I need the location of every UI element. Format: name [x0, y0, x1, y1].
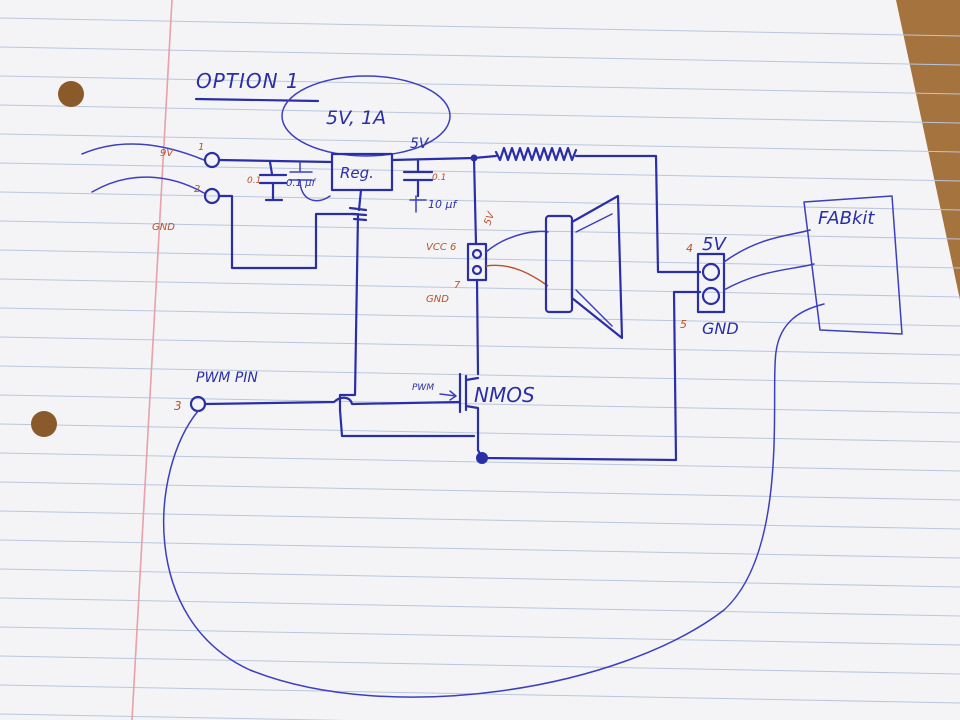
- fan-vcc-label: VCC 6: [426, 242, 456, 253]
- pwm-return-wire: [162, 303, 825, 698]
- ruled-line: [0, 510, 960, 530]
- output-cap: [402, 158, 434, 198]
- ruled-line: [0, 133, 960, 153]
- ground-junction: [476, 452, 488, 464]
- ruled-line: [0, 394, 960, 414]
- regulator-rating-bubble: [281, 75, 451, 157]
- pwm-pin-num: 3: [174, 399, 182, 413]
- ruled-line: [0, 597, 960, 617]
- terminal-bottom-label: GND: [702, 319, 739, 338]
- margin-line: [131, 0, 173, 720]
- title-underline: [194, 97, 320, 103]
- fabkit-wire-5v: [723, 229, 811, 263]
- fan-gnd-label: GND: [426, 294, 449, 305]
- input-cap-small-label: 0.1: [247, 176, 261, 186]
- binder-hole-top: [58, 81, 84, 107]
- pwm-signal-wire: [203, 396, 462, 406]
- ruled-line: [0, 365, 960, 385]
- ruled-line: [0, 17, 960, 37]
- ruled-line: [0, 278, 960, 298]
- fan-connector-pin-bottom: [471, 264, 483, 276]
- fan-connector-to-nmos: [475, 278, 480, 376]
- regulator-ground-pin: [357, 188, 363, 212]
- output-cap-large-label: 10 µf: [428, 198, 458, 211]
- input-cap-ground-curve: [299, 179, 331, 202]
- fabkit-label: FABkit: [818, 208, 875, 229]
- input-pin1-num: 1: [198, 142, 204, 153]
- fabkit-wire-gnd: [723, 263, 815, 291]
- ruled-line: [0, 191, 960, 211]
- input-ground-loop: [217, 194, 358, 270]
- rail-5v-scribble: [494, 146, 578, 162]
- regulator-rating: 5V, 1A: [326, 107, 386, 129]
- ruled-line: [0, 249, 960, 269]
- input-cap-small: [258, 160, 288, 202]
- nmos-gate-arrow: [439, 390, 457, 401]
- page-title: OPTION 1: [196, 69, 300, 93]
- ruled-line: [0, 423, 960, 443]
- fan-cone: [570, 194, 624, 340]
- output-cap-bottom-lines: [409, 195, 427, 213]
- input-pin1-label: 9V: [160, 148, 174, 159]
- ruled-line: [0, 46, 960, 66]
- nmos-label: NMOS: [474, 383, 535, 407]
- ruled-line: [0, 481, 960, 501]
- terminal-bottom-num: 5: [680, 318, 687, 331]
- terminal-top-num: 4: [686, 242, 693, 255]
- fan-connector-pin-top: [471, 248, 483, 260]
- fan-vertical-wire: [472, 156, 478, 246]
- fan-gnd-num: 7: [454, 280, 461, 291]
- pwm-pin-label: PWM PIN: [196, 370, 258, 386]
- ruled-line: [0, 75, 960, 95]
- regulator-label: Reg.: [340, 164, 374, 182]
- ruled-line: [0, 336, 960, 356]
- rail-5v-label: 5V: [410, 136, 430, 152]
- ruled-line: [0, 713, 347, 720]
- fan-cone-inner: [575, 213, 613, 327]
- binder-hole-bottom: [31, 411, 57, 437]
- ruled-line: [0, 162, 960, 182]
- ruled-line: [0, 568, 960, 588]
- fabkit-board: [803, 195, 903, 335]
- output-cap-small-label: 0.1: [432, 173, 446, 183]
- terminal-top-label: 5V: [702, 234, 727, 255]
- ruled-line: [0, 655, 960, 675]
- input-cap-mid-label: 0.1 µf: [286, 178, 316, 189]
- ruled-line: [0, 539, 960, 559]
- ruled-lines: [0, 17, 960, 720]
- output-terminal-5v: [701, 262, 721, 282]
- input-pin2-num: 2: [194, 184, 200, 195]
- vin-wire: [217, 158, 334, 164]
- pwm-gate-label: PWM: [412, 383, 434, 393]
- input-pin2-label: GND: [152, 222, 175, 233]
- input-wire-gnd: [91, 176, 205, 194]
- ruled-line: [0, 307, 960, 327]
- output-terminal-block: [696, 252, 726, 314]
- input-wire-9v: [81, 143, 205, 161]
- nmos-symbol: [458, 372, 480, 452]
- output-terminal-gnd: [701, 286, 721, 306]
- ruled-line: [0, 626, 960, 646]
- input-cap-mid: [289, 161, 313, 181]
- ground-rail: [338, 212, 476, 438]
- fan-v-label: 5V: [482, 210, 497, 227]
- fan-cable-red: [485, 264, 549, 287]
- rail-5v-to-terminal: [574, 154, 702, 274]
- ruled-line: [0, 104, 960, 124]
